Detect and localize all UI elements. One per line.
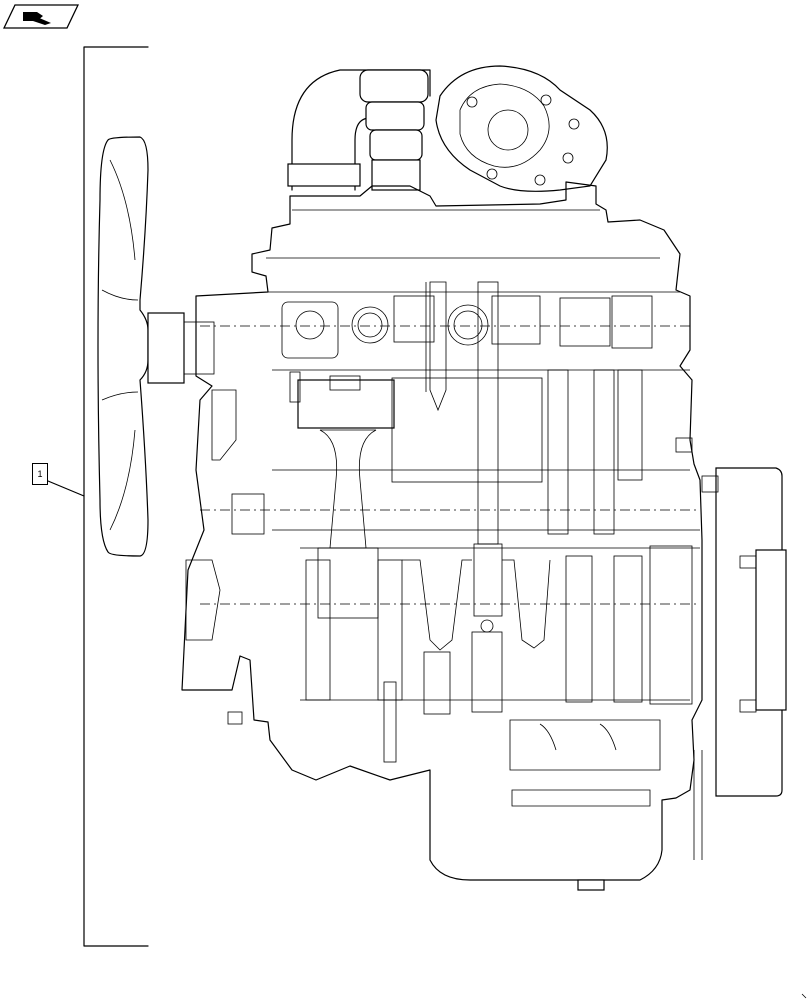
- pistons-and-rods: [297, 281, 643, 713]
- assembly-bracket: [47, 46, 149, 947]
- callout-label[interactable]: 1: [32, 463, 48, 485]
- turbocharger: [435, 65, 608, 192]
- timing-cover: [185, 371, 693, 763]
- cooling-fan: [97, 136, 215, 557]
- crankshaft: [200, 509, 700, 715]
- cylinder-head: [200, 209, 690, 359]
- intake-elbow: [287, 69, 431, 191]
- forward-arrow-icon[interactable]: [3, 4, 79, 29]
- oil-pan: [509, 719, 661, 891]
- engine-block: [181, 181, 703, 881]
- callout-label-text: 1: [37, 468, 43, 479]
- flywheel-housing: [693, 467, 787, 860]
